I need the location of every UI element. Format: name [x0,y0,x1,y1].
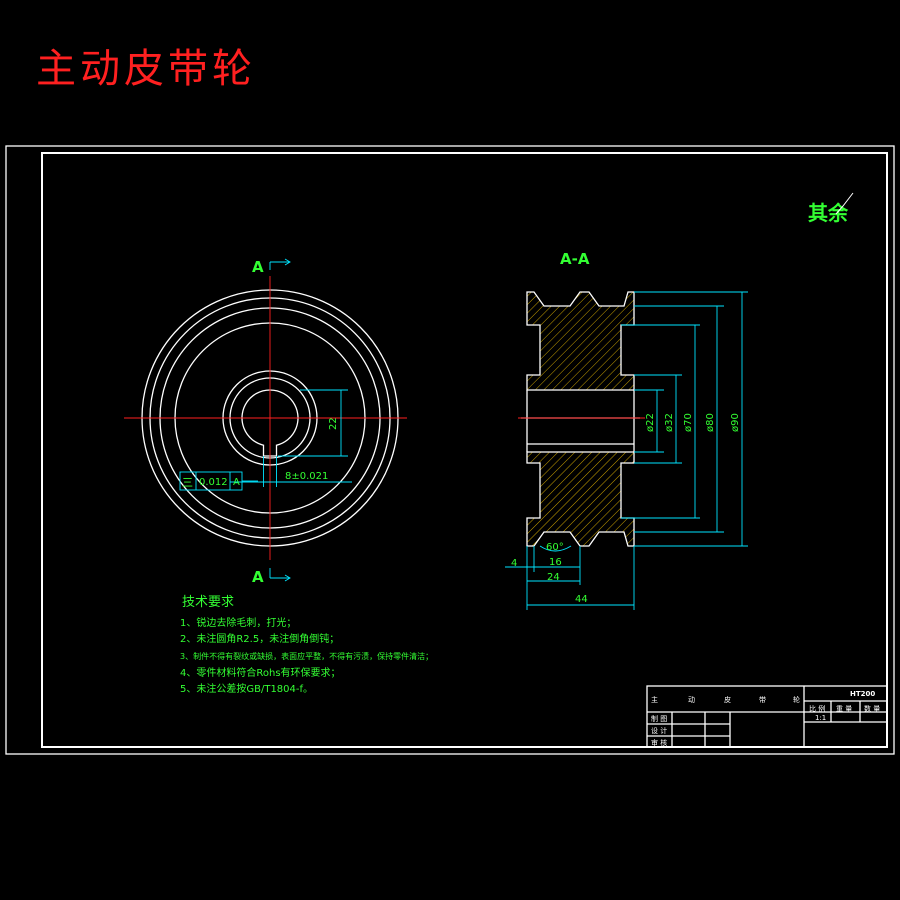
section-title: A-A [560,250,590,268]
tb-name-5: 轮 [793,695,800,704]
tb-material: HT200 [850,690,875,698]
dim-diameter-70: ø70 [683,413,694,432]
tb-header-weight: 重 量 [836,705,852,713]
front-view: A A 22 8±0.021 三 0.012 A [124,258,407,586]
tech-heading: 技术要求 [182,595,234,610]
tolerance-value: 0.012 [199,477,228,488]
tb-name-4: 带 [759,696,766,704]
dim-diameter-22: ø22 [645,413,656,432]
page-title: 主动皮带轮 [36,46,256,92]
dim-keyway-height: 22 [328,417,339,430]
dim-width-44: 44 [575,594,588,605]
section-view: A-A ø22 ø32 ø70 ø80 ø90 60° [505,250,748,610]
tech-item-4: 4、零件材料符合Rohs有环保要求； [180,666,341,679]
section-upper-half [526,291,635,391]
inner-border [41,152,888,748]
tb-row-review: 审 核 [651,738,667,747]
dim-width-4: 4 [511,558,517,569]
tb-row-drawn: 制 图 [651,714,667,723]
dim-diameter-80: ø80 [705,413,716,432]
tb-row-design: 设 计 [651,726,667,735]
tb-name-1: 主 [651,695,658,704]
dim-angle: 60° [546,542,564,553]
outer-border [5,145,895,755]
tb-name-3: 皮 [724,695,731,704]
tech-item-1: 1、锐边去除毛刺，打光； [180,616,296,629]
tech-item-2: 2、未注圆角R2.5，未注倒角倒钝； [180,632,339,645]
dim-keyway-width: 8±0.021 [285,471,328,482]
dim-width-16: 16 [549,557,562,568]
section-mark-top: A [252,258,264,276]
section-mark-bottom: A [252,568,264,586]
tb-header-qty: 数 量 [864,704,880,713]
roughness-symbol [835,192,854,215]
dim-diameter-32: ø32 [664,413,675,432]
dim-width-24: 24 [547,572,560,583]
tb-scale: 1:1 [815,714,826,722]
dim-diameter-90: ø90 [730,413,741,432]
tech-requirements: 技术要求 1、锐边去除毛刺，打光； 2、未注圆角R2.5，未注倒角倒钝； 3、制… [180,595,433,695]
tolerance-symbol: 三 [182,476,193,489]
tolerance-datum: A [233,477,240,488]
section-lower-half [526,451,635,547]
roughness-note: 其余 [808,201,849,225]
tech-item-3: 3、制件不得有裂纹或缺损，表面应平整，不得有污渍，保持零件清洁； [180,651,433,661]
tb-name-2: 动 [688,695,695,704]
tb-header-scale: 比 例 [809,704,825,713]
tech-item-5: 5、未注公差按GB/T1804-f。 [180,682,313,695]
title-block: 主 动 皮 带 轮 HT200 比 例 重 量 数 量 1:1 制 图 设 计 … [646,685,888,748]
